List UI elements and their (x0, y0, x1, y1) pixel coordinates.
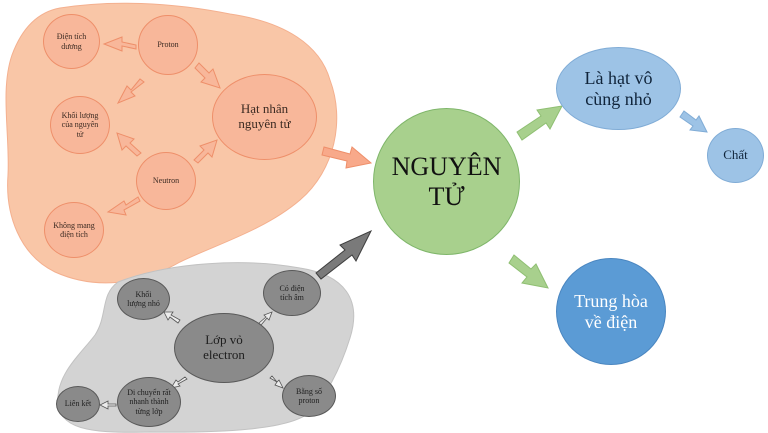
arrow-proton-to-hat-nhan (194, 62, 221, 89)
arrow-lop-vo-to-bang-so (269, 375, 284, 389)
arrow-la-hat-vo-to-chat (679, 110, 708, 133)
arrow-proton-to-khoi-luong (116, 78, 145, 104)
arrow-neutron-to-khong-mang (106, 196, 141, 216)
khoi-luong-line1: Khối lượng (61, 111, 99, 121)
hat-nhan-line1: Hạt nhân (240, 101, 289, 117)
proton-label: Proton (157, 40, 179, 50)
node-chat: Chất (707, 128, 764, 183)
khoi-luong-line3: tử (76, 129, 84, 139)
arrow-lop-vo-to-co-dien-tich (258, 311, 273, 326)
arrow-neutron-to-hat-nhan (193, 139, 218, 164)
lien-ket-label: Liên kết (64, 399, 92, 409)
co-dien-tich-line1: Có điện (279, 283, 305, 293)
nguyen-tu-line1: NGUYÊN (391, 151, 502, 181)
arrow-proton-to-dien-tich (102, 36, 137, 52)
node-neutron: Neutron (136, 152, 196, 210)
co-dien-tich-line2: tích âm (280, 293, 304, 302)
khoi-luong-nho-line2: lượng nhỏ (127, 299, 160, 308)
la-hat-vo-line1: Là hạt vô (584, 67, 653, 88)
dien-tich-duong-line1: Điện tích (56, 32, 87, 42)
lop-vo-line2: electron (203, 347, 245, 362)
node-lien-ket: Liên kết (56, 386, 100, 422)
khong-mang-line1: Không mang (53, 220, 95, 230)
la-hat-vo-line2: cùng nhỏ (585, 88, 652, 109)
di-chuyen-line1: Di chuyển rất (127, 388, 171, 398)
di-chuyen-line2: nhanh thành (129, 397, 169, 407)
bang-so-line1: Bằng số (296, 386, 322, 396)
arrow-nguyen-tu-to-la-hat-vo (516, 105, 563, 141)
neutron-label: Neutron (152, 176, 180, 186)
arrow-lop-vo-to-nguyen-tu (315, 229, 373, 280)
nguyen-tu-line2: TỬ (428, 181, 465, 211)
arrow-di-chuyen-to-lien-ket (99, 400, 117, 410)
trung-hoa-line2: về điện (584, 311, 638, 332)
node-proton: Proton (138, 15, 198, 75)
dien-tich-duong-line2: dương (61, 41, 82, 51)
khoi-luong-nho-line1: Khối (135, 289, 152, 299)
khong-mang-line2: điện tích (60, 230, 88, 239)
arrow-nguyen-tu-to-trung-hoa (508, 254, 549, 289)
arrow-hat-nhan-to-nguyen-tu (321, 146, 373, 169)
arrow-neutron-to-khoi-luong (116, 132, 142, 157)
lop-vo-line1: Lớp vỏ (205, 332, 243, 348)
arrow-lop-vo-to-khoi-luong (163, 311, 181, 324)
hat-nhan-line2: nguyên tử (238, 116, 291, 131)
bang-so-line2: proton (298, 396, 320, 405)
di-chuyen-line3: từng lớp (135, 406, 163, 416)
khoi-luong-line2: của nguyên (61, 120, 99, 130)
trung-hoa-line1: Trung hòa (574, 290, 648, 311)
chat-label: Chất (723, 147, 748, 163)
